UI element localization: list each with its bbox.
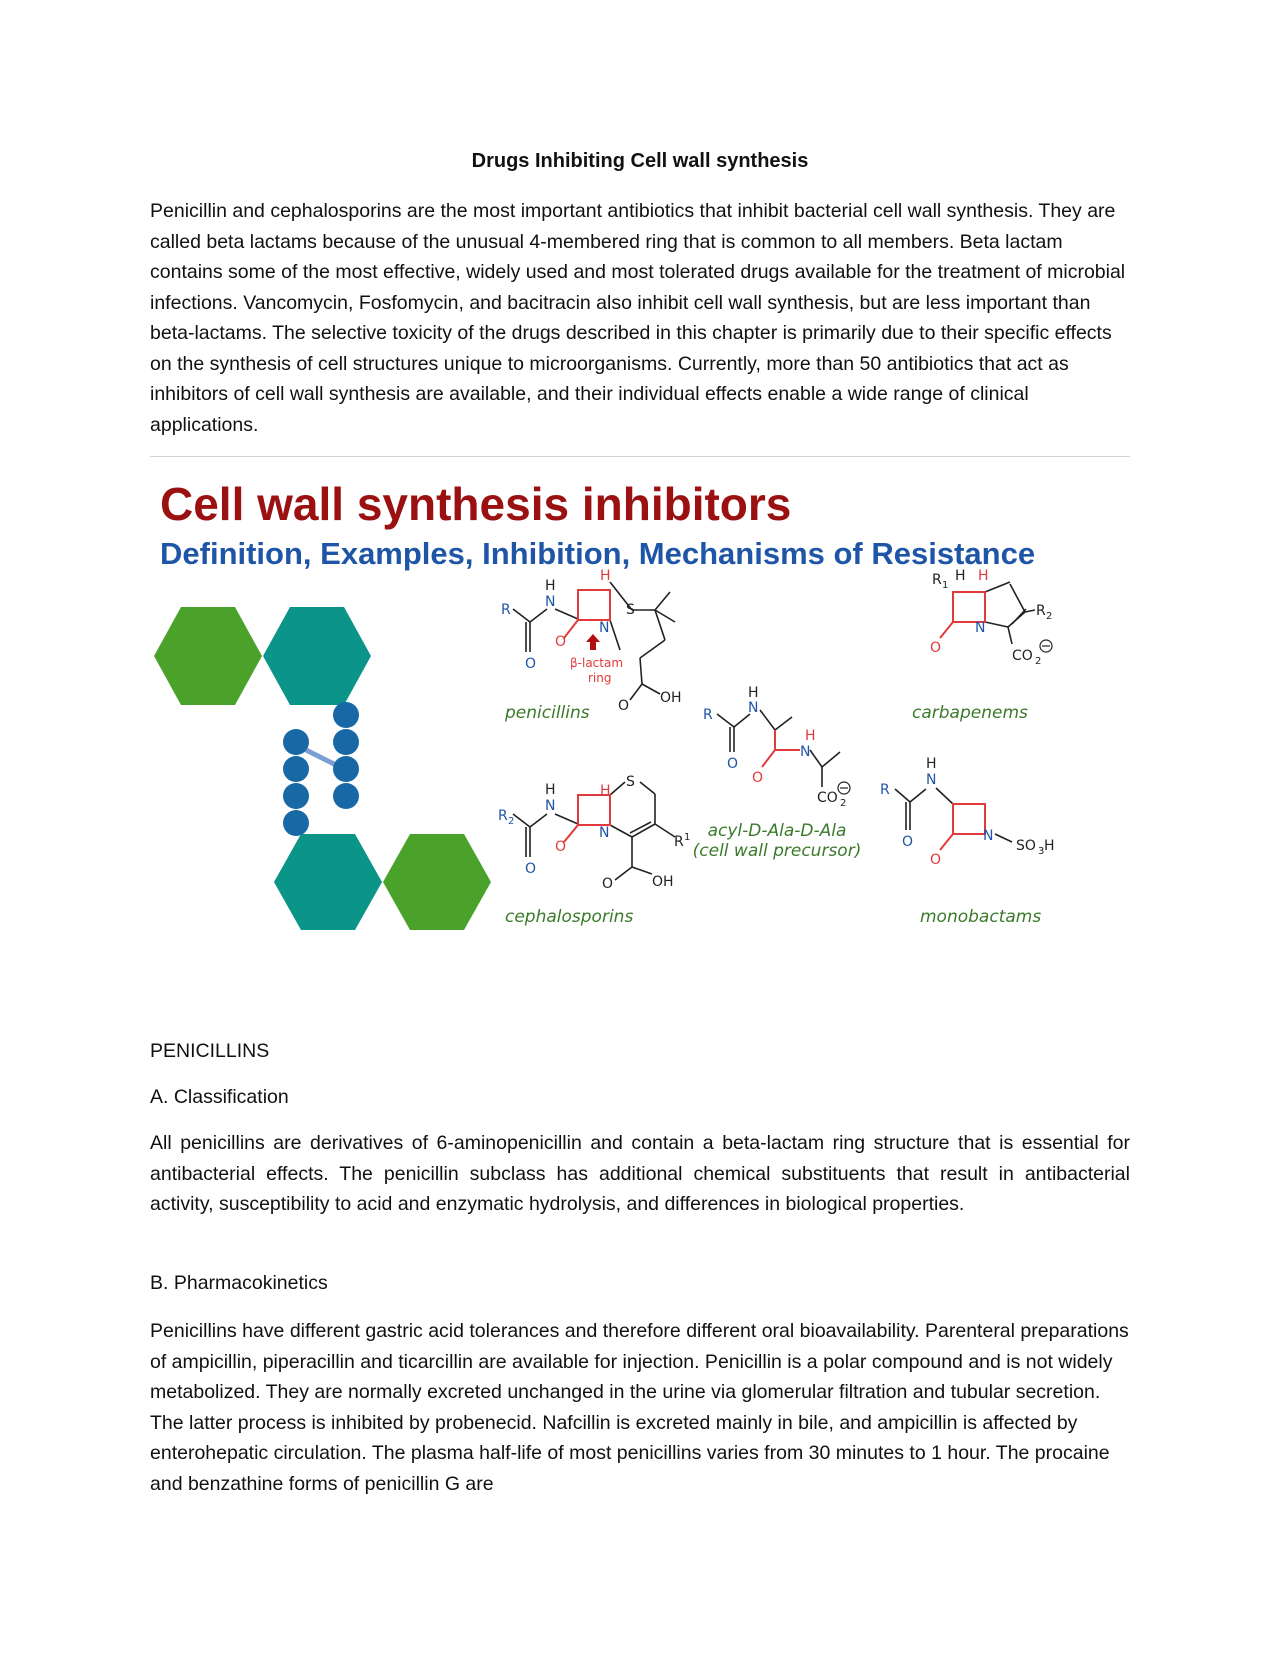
pharmacokinetics-paragraph: Penicillins have different gastric acid … (150, 1320, 1129, 1495)
atom-OH-ceph: OH (652, 874, 674, 890)
atom-S-ceph: S (626, 774, 635, 790)
label-precursor-line2: (cell wall precursor) (693, 841, 862, 861)
peptidoglycan-illustration (154, 607, 491, 930)
beta-lactam-label-2: ring (588, 671, 612, 685)
atom-O-lactam: O (555, 634, 566, 650)
atom-SO3H-sub: 3 (1038, 846, 1044, 857)
carbapenem-structure: R 1 H H R 2 N O CO 2 carbapenems (912, 568, 1053, 723)
atom-N-amide: N (800, 744, 810, 760)
atom-H-red: H (600, 568, 611, 584)
beta-lactam-label-1: β-lactam (570, 656, 623, 670)
atom-CO2-prec: CO (817, 790, 838, 806)
monobactam-structure: R H N O N O SO 3 H monobactams (880, 756, 1055, 927)
beta-lactam-ring-monobactam (939, 803, 986, 851)
arrow-up-icon (586, 634, 600, 650)
atom-H: H (545, 578, 556, 594)
hexagon-green-bottom (383, 834, 491, 930)
label-precursor-line1: acyl-D-Ala-D-Ala (708, 821, 847, 841)
atom-OH: OH (660, 690, 682, 706)
atom-O-ceph: O (525, 861, 536, 877)
atom-O-acid: O (618, 698, 629, 714)
negative-charge-icon (837, 781, 851, 795)
figure-cell-wall-inhibitors: Cell wall synthesis inhibitors Definitio… (150, 462, 1130, 962)
precursor-structure: R H N O H N O CO 2 acyl-D-Ala-D-Ala (cel… (693, 685, 862, 861)
atom-H-red-ceph: H (600, 783, 611, 799)
atom-N-prec: N (748, 700, 758, 716)
classification-paragraph: All penicillins are derivatives of 6-ami… (150, 1132, 1130, 1215)
atom-O-acid-ceph: O (602, 876, 613, 892)
atom-R1-sub-ceph: 1 (684, 832, 690, 843)
hexagon-green-top (154, 607, 262, 705)
label-carbapenems: carbapenems (912, 703, 1028, 723)
label-monobactams: monobactams (920, 907, 1041, 927)
atom-CO2-sub-prec: 2 (840, 798, 846, 809)
atom-CO2-carb: CO (1012, 648, 1033, 664)
atom-H-red-carb: H (978, 568, 989, 584)
atom-R1-sub-carb: 1 (942, 580, 948, 591)
atom-R2-carb: R (1036, 603, 1046, 619)
atom-N-ring: N (599, 620, 609, 636)
atom-O: O (525, 656, 536, 672)
divider (150, 456, 1130, 457)
atom-N: N (545, 594, 555, 610)
beta-lactam-ring-carbapenem (939, 591, 986, 639)
atom-R-mono: R (880, 782, 890, 798)
atom-O-mono: O (902, 834, 913, 850)
atom-O-carb: O (930, 640, 941, 656)
beta-lactam-ring-cephalosporin (563, 794, 611, 843)
section-heading-penicillins: PENICILLINS (150, 1040, 270, 1062)
label-penicillins: penicillins (504, 703, 590, 723)
atom-N-ring-mono: N (983, 828, 993, 844)
atom-O-lactam-mono: O (930, 852, 941, 868)
atom-N-ring-ceph: N (599, 825, 609, 841)
figure-svg: Cell wall synthesis inhibitors Definitio… (154, 478, 1055, 930)
penicillin-structure: R H N O H S N O OH O β-lactam ring penic… (501, 568, 682, 723)
figure-title: Cell wall synthesis inhibitors (160, 478, 791, 530)
subheading-classification: A. Classification (150, 1086, 289, 1108)
atom-O-prec: O (727, 756, 738, 772)
atom-R-ceph: R (674, 834, 684, 850)
atom-R2-sub-carb: 2 (1046, 611, 1052, 622)
atom-S: S (626, 602, 635, 618)
peptide-beads (283, 702, 359, 836)
atom-N-carb: N (975, 620, 985, 636)
atom-R2: R (498, 808, 508, 824)
amide-bond (761, 730, 800, 768)
atom-CO2-sub-carb: 2 (1035, 656, 1041, 667)
crosslink-bridge (298, 744, 342, 770)
atom-SO3H-H: H (1044, 838, 1055, 854)
figure-subtitle: Definition, Examples, Inhibition, Mechan… (160, 536, 1035, 571)
atom-H-carb: H (955, 568, 966, 584)
intro-paragraph: Penicillin and cephalosporins are the mo… (150, 200, 1126, 436)
label-cephalosporins: cephalosporins (505, 907, 633, 927)
atom-H-amide: H (805, 728, 816, 744)
atom-O-amide: O (752, 770, 763, 786)
document-title: Drugs Inhibiting Cell wall synthesis (471, 150, 809, 172)
atom-R: R (501, 602, 511, 618)
atom-H-prec: H (748, 685, 759, 701)
beta-lactam-ring-penicillin (563, 589, 611, 639)
atom-N-mono: N (926, 772, 936, 788)
subheading-pharmacokinetics: B. Pharmacokinetics (150, 1272, 328, 1294)
atom-R2-sub: 2 (508, 816, 514, 827)
atom-N-ceph: N (545, 798, 555, 814)
atom-SO3H: SO (1016, 838, 1036, 854)
negative-charge-icon-carb (1039, 639, 1053, 653)
atom-R-prec: R (703, 707, 713, 723)
atom-H-mono: H (926, 756, 937, 772)
cephalosporin-structure: R 2 H N O H S N O R 1 OH O cephalosporin… (498, 774, 690, 927)
atom-R1-carb: R (932, 572, 942, 588)
atom-O-lactam-ceph: O (555, 839, 566, 855)
hexagon-teal-top (263, 607, 371, 705)
atom-H-ceph: H (545, 782, 556, 798)
hexagon-teal-bottom (274, 834, 382, 930)
